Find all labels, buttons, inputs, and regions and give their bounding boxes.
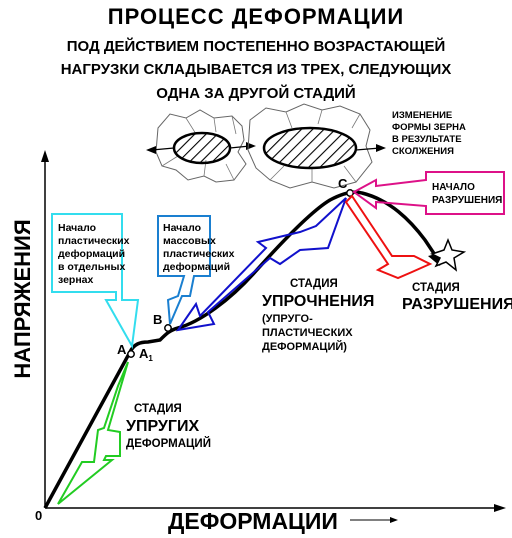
callout-plastic-mass-line-2: массовых (163, 235, 216, 247)
callout-plastic-individual-line-1: Начало (58, 222, 96, 234)
stage-elastic-line-1: СТАДИЯ (134, 403, 182, 415)
grain-note-line-4: СКОЛЖЕНИЯ (392, 146, 454, 157)
callout-plastic-individual-text: Начало пластических деформаций в отдельн… (58, 222, 130, 286)
stage-hardening-line-2: УПРОЧНЕНИЯ (262, 293, 374, 310)
grain-illustration (146, 103, 386, 189)
stage-hardening-label: СТАДИЯ УПРОЧНЕНИЯ (УПРУГО- ПЛАСТИЧЕСКИХ … (262, 278, 374, 353)
point-b-label: B (153, 312, 162, 327)
stage-elastic-line-3: ДЕФОРМАЦИЙ (126, 437, 211, 450)
callout-plastic-mass-line-4: деформаций (163, 261, 230, 273)
stage-hardening-line-1: СТАДИЯ (290, 278, 338, 290)
callout-plastic-mass-text: Начало массовых пластических деформаций (163, 222, 235, 273)
callout-plastic-mass-line-3: пластических (163, 248, 235, 260)
callout-plastic-mass-arrow (157, 215, 211, 325)
point-a-label: A (117, 342, 127, 357)
stage-fracture-line-2: РАЗРУШЕНИЯ (402, 296, 512, 313)
stage-elastic-label: СТАДИЯ УПРУГИХ ДЕФОРМАЦИЙ (126, 403, 211, 450)
x-axis-label: ДЕФОРМАЦИИ (168, 508, 338, 534)
hardening-stage-arrow (175, 197, 347, 332)
grain-note-line-1: ИЗМЕНЕНИЕ (392, 110, 452, 121)
point-c-label: C (338, 176, 348, 191)
callout-plastic-individual-line-5: зернах (58, 274, 94, 286)
page-title: ПРОЦЕСС ДЕФОРМАЦИИ (107, 4, 405, 29)
callout-plastic-individual-arrow (51, 213, 140, 350)
callout-plastic-individual-line-4: в отдельных (58, 261, 125, 273)
grain-note: ИЗМЕНЕНИЕ ФОРМЫ ЗЕРНА В РЕЗУЛЬТАТЕ СКОЛЖ… (392, 110, 466, 157)
stage-fracture-label: СТАДИЯ РАЗРУШЕНИЯ (402, 282, 512, 313)
stage-hardening-line-3: (УПРУГО- (262, 313, 313, 325)
callout-plastic-individual-line-2: пластических (58, 235, 130, 247)
callout-fracture-start-line-2: РАЗРУШЕНИЯ (432, 195, 502, 206)
fracture-star (430, 237, 467, 272)
axes (41, 150, 506, 523)
fracture-stage-arrow (344, 194, 433, 280)
callout-plastic-individual-line-3: деформаций (58, 248, 125, 260)
stage-hardening-line-5: ДЕФОРМАЦИЙ) (262, 340, 347, 353)
point-c-marker (346, 189, 354, 197)
stage-hardening-line-4: ПЛАСТИЧЕСКИХ (262, 327, 353, 339)
grain-note-line-3: В РЕЗУЛЬТАТЕ (392, 134, 462, 145)
grain-note-line-2: ФОРМЫ ЗЕРНА (392, 122, 466, 133)
subtitle-line-1: ПОД ДЕЙСТВИЕМ ПОСТЕПЕННО ВОЗРАСТАЮЩЕЙ (66, 38, 446, 55)
elastic-stage-arrow (57, 361, 129, 505)
callout-fracture-start-line-1: НАЧАЛО (432, 182, 475, 193)
point-a-marker (127, 350, 135, 358)
callout-fracture-start-arrow (352, 171, 505, 215)
point-b-marker (164, 324, 172, 332)
subtitle-line-2: НАГРУЗКИ СКЛАДЫВАЕТСЯ ИЗ ТРЕХ, СЛЕДУЮЩИХ (60, 61, 452, 78)
stage-elastic-line-2: УПРУГИХ (126, 418, 199, 435)
origin-label: 0 (35, 508, 42, 523)
callout-plastic-mass-line-1: Начало (163, 222, 201, 234)
callout-fracture-start-text: НАЧАЛО РАЗРУШЕНИЯ (432, 182, 502, 206)
stage-fracture-line-1: СТАДИЯ (412, 282, 460, 294)
point-a1-label: A1 (139, 346, 153, 363)
subtitle-line-3: ОДНА ЗА ДРУГОЙ СТАДИЙ (156, 85, 356, 102)
